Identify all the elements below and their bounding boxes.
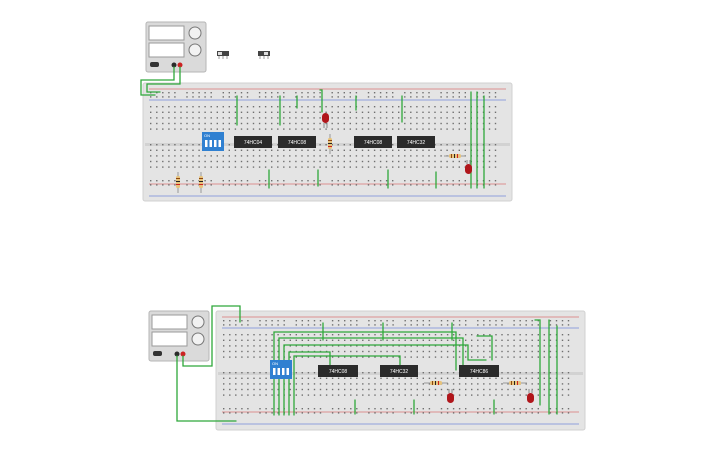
chip-label: 74HC08 [364,140,383,146]
psu-display-voltage [148,25,185,41]
dip-switch-bottom[interactable]: ON [270,360,292,379]
psu-terminal-negative[interactable] [171,62,177,68]
resistor-top-2[interactable] [444,154,466,158]
psu-power-switch[interactable] [150,62,159,67]
chip-label: 74HC08 [288,140,307,146]
wire [176,355,237,422]
psu-power-switch[interactable] [153,351,162,356]
breadboard-top-holes[interactable] [150,92,497,186]
chip-label: 74HC08 [329,369,348,375]
ic-chip-6[interactable]: 74HC32 [380,365,418,377]
chip-label: 74HC32 [407,140,426,146]
wire [319,89,323,113]
power-supply-bottom[interactable] [148,310,210,362]
breadboard-top [142,82,513,202]
wire [288,351,331,416]
psu-terminal-positive[interactable] [177,62,183,68]
wire [146,66,181,93]
psu-display-current [148,42,185,58]
dip-toggle[interactable] [209,140,213,147]
resistor-top-3[interactable] [176,172,180,193]
slide-switch-2[interactable] [258,51,270,59]
wire [140,66,175,96]
power-supply-top[interactable] [145,21,207,73]
wire [534,319,541,406]
resistor-bottom-2[interactable] [503,381,527,385]
chip-label: 74HC86 [470,369,489,375]
dip-toggle[interactable] [205,140,208,147]
psu-display-current [151,331,188,347]
dip-toggle[interactable] [286,368,290,375]
ic-chip-1[interactable]: 74HC04 [234,136,272,148]
dip-toggle[interactable] [218,140,222,147]
resistor-top-4[interactable] [199,172,203,193]
psu-knob-voltage[interactable] [191,315,205,329]
psu-terminal-negative[interactable] [174,351,180,357]
chip-label: 74HC32 [390,369,409,375]
psu-knob-current[interactable] [191,332,205,346]
chip-label: 74HC04 [244,140,263,146]
wire [293,355,401,416]
psu-terminal-positive[interactable] [180,351,186,357]
ic-chip-4[interactable]: 74HC32 [397,136,435,148]
dip-toggle[interactable] [277,368,281,375]
dip-toggle[interactable] [273,368,276,375]
led-top-2[interactable] [465,160,472,174]
wire [182,305,241,367]
ic-chip-2[interactable]: 74HC08 [278,136,316,148]
dip-toggle[interactable] [214,140,217,147]
dip-toggle[interactable] [282,368,285,375]
ic-chip-5[interactable]: 74HC08 [318,365,358,377]
ic-chip-3[interactable]: 74HC08 [354,136,392,148]
wire [476,335,493,361]
led-bottom-2[interactable] [527,389,534,403]
ic-chip-7[interactable]: 74HC86 [459,365,499,377]
top-circuit: ON 74HC04 74HC08 74HC08 74HC32 [140,21,513,202]
psu-knob-current[interactable] [188,43,202,57]
resistor-top-1[interactable] [328,134,332,154]
led-top-1[interactable] [322,113,329,128]
bottom-circuit: ON 74HC08 74HC32 74HC86 [148,305,586,431]
slide-switch-1[interactable] [217,51,229,59]
psu-knob-voltage[interactable] [188,26,202,40]
led-bottom-1[interactable] [447,389,454,403]
resistor-bottom-1[interactable] [424,381,448,385]
dip-switch-label: ON [272,361,278,366]
psu-display-voltage [151,314,188,330]
dip-switch-top[interactable]: ON [202,132,224,151]
dip-switch-label: ON [204,133,210,138]
